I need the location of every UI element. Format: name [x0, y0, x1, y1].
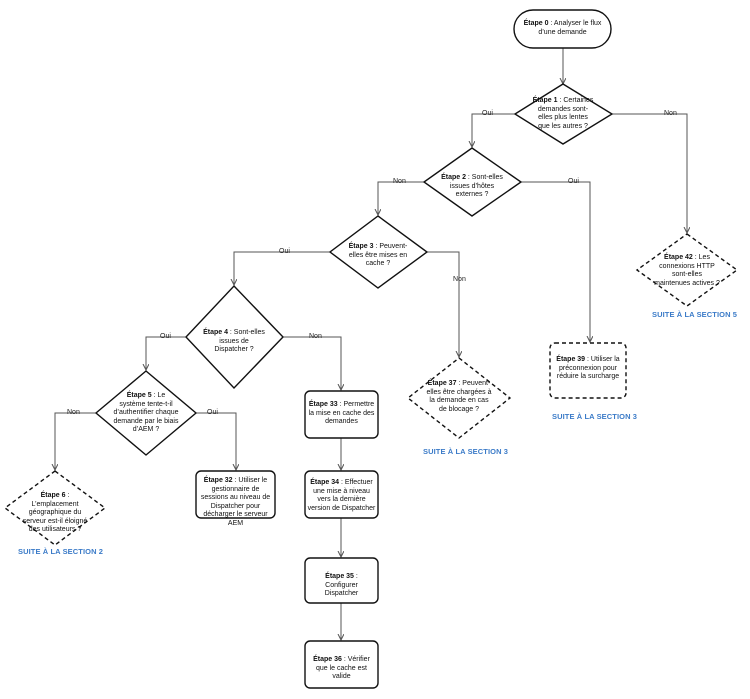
node-0-terminator — [513, 9, 612, 49]
node-33-process — [304, 390, 379, 439]
connector-5-oui — [196, 412, 236, 470]
continuation-section-5[interactable]: SUITE À LA SECTION 5 — [652, 310, 738, 319]
node-5-label: Étape 5 : Le système tente-t-il d’authen… — [113, 392, 179, 433]
node-1-decision — [513, 83, 614, 145]
node-42-decision — [635, 233, 739, 307]
connector-1-non — [612, 113, 687, 233]
connector-3-non — [427, 251, 459, 357]
edge-label-1-oui: Oui — [482, 110, 493, 117]
connector-4-non — [283, 336, 341, 390]
node-34-label: Étape 34 : Effectuer une mise à niveau v… — [307, 479, 376, 512]
edge-label-1-non: Non — [664, 110, 677, 117]
edge-label-2-oui: Oui — [568, 178, 579, 185]
connector-3-oui — [234, 251, 330, 285]
continuation-section-3-center[interactable]: SUITE À LA SECTION 3 — [423, 447, 509, 456]
node-3-decision — [328, 215, 429, 289]
node-33-label: Étape 33 : Permettre la mise en cache de… — [308, 401, 375, 425]
node-1-label: Étape 1 : Certaines demandes sont-elles … — [532, 97, 594, 130]
edge-label-3-oui: Oui — [279, 248, 290, 255]
edge-label-5-oui: Oui — [207, 409, 218, 416]
connector-1-oui — [472, 113, 515, 147]
connector-5-non — [55, 412, 96, 470]
node-2-decision — [422, 147, 523, 217]
node-6-label: Étape 6 : L’emplacement géographique du … — [22, 492, 88, 533]
node-3-label: Étape 3 : Peuvent-elles être mises en ca… — [348, 243, 408, 267]
continuation-section-3-right[interactable]: SUITE À LA SECTION 3 — [552, 412, 638, 421]
connector-2-non — [378, 181, 424, 215]
node-32-label: Étape 32 : Utiliser le gestionnaire de s… — [200, 477, 271, 527]
node-36-process — [304, 640, 379, 689]
node-34-process — [304, 470, 379, 519]
node-37-decision — [406, 357, 512, 439]
node-35-process — [304, 557, 379, 604]
node-39-label: Étape 39 : Utiliser la préconnexion pour… — [556, 356, 620, 380]
shapes — [3, 9, 739, 689]
node-39-process — [549, 342, 627, 399]
node-32-process — [195, 470, 276, 519]
edge-label-2-non: Non — [393, 178, 406, 185]
connector-2-oui — [521, 181, 590, 342]
continuation-section-2[interactable]: SUITE À LA SECTION 2 — [18, 547, 104, 556]
edge-label-5-non: Non — [67, 409, 80, 416]
node-36-label: Étape 36 : Vérifier que le cache est val… — [313, 656, 370, 680]
node-37-label: Étape 37 : Peuvent-elles être chargées à… — [426, 380, 492, 413]
edge-label-3-non: Non — [453, 276, 466, 283]
node-42-label: Étape 42 : Les connexions HTTP sont-elle… — [654, 254, 720, 287]
node-4-label: Étape 4 : Sont-elles issues de Dispatche… — [203, 329, 265, 353]
node-2-label: Étape 2 : Sont-elles issues d’hôtes exte… — [441, 174, 503, 198]
edge-label-4-non: Non — [309, 333, 322, 340]
node-4-decision — [185, 284, 284, 390]
node-35-label: Étape 35 : Configurer Dispatcher — [324, 573, 359, 597]
node-6-decision — [3, 470, 107, 546]
connector-4-oui — [146, 336, 186, 370]
node-0-label: Étape 0 : Analyser le flux d’une demande — [523, 20, 602, 36]
node-5-decision — [94, 370, 198, 456]
edge-label-4-oui: Oui — [160, 333, 171, 340]
connectors — [55, 48, 687, 640]
